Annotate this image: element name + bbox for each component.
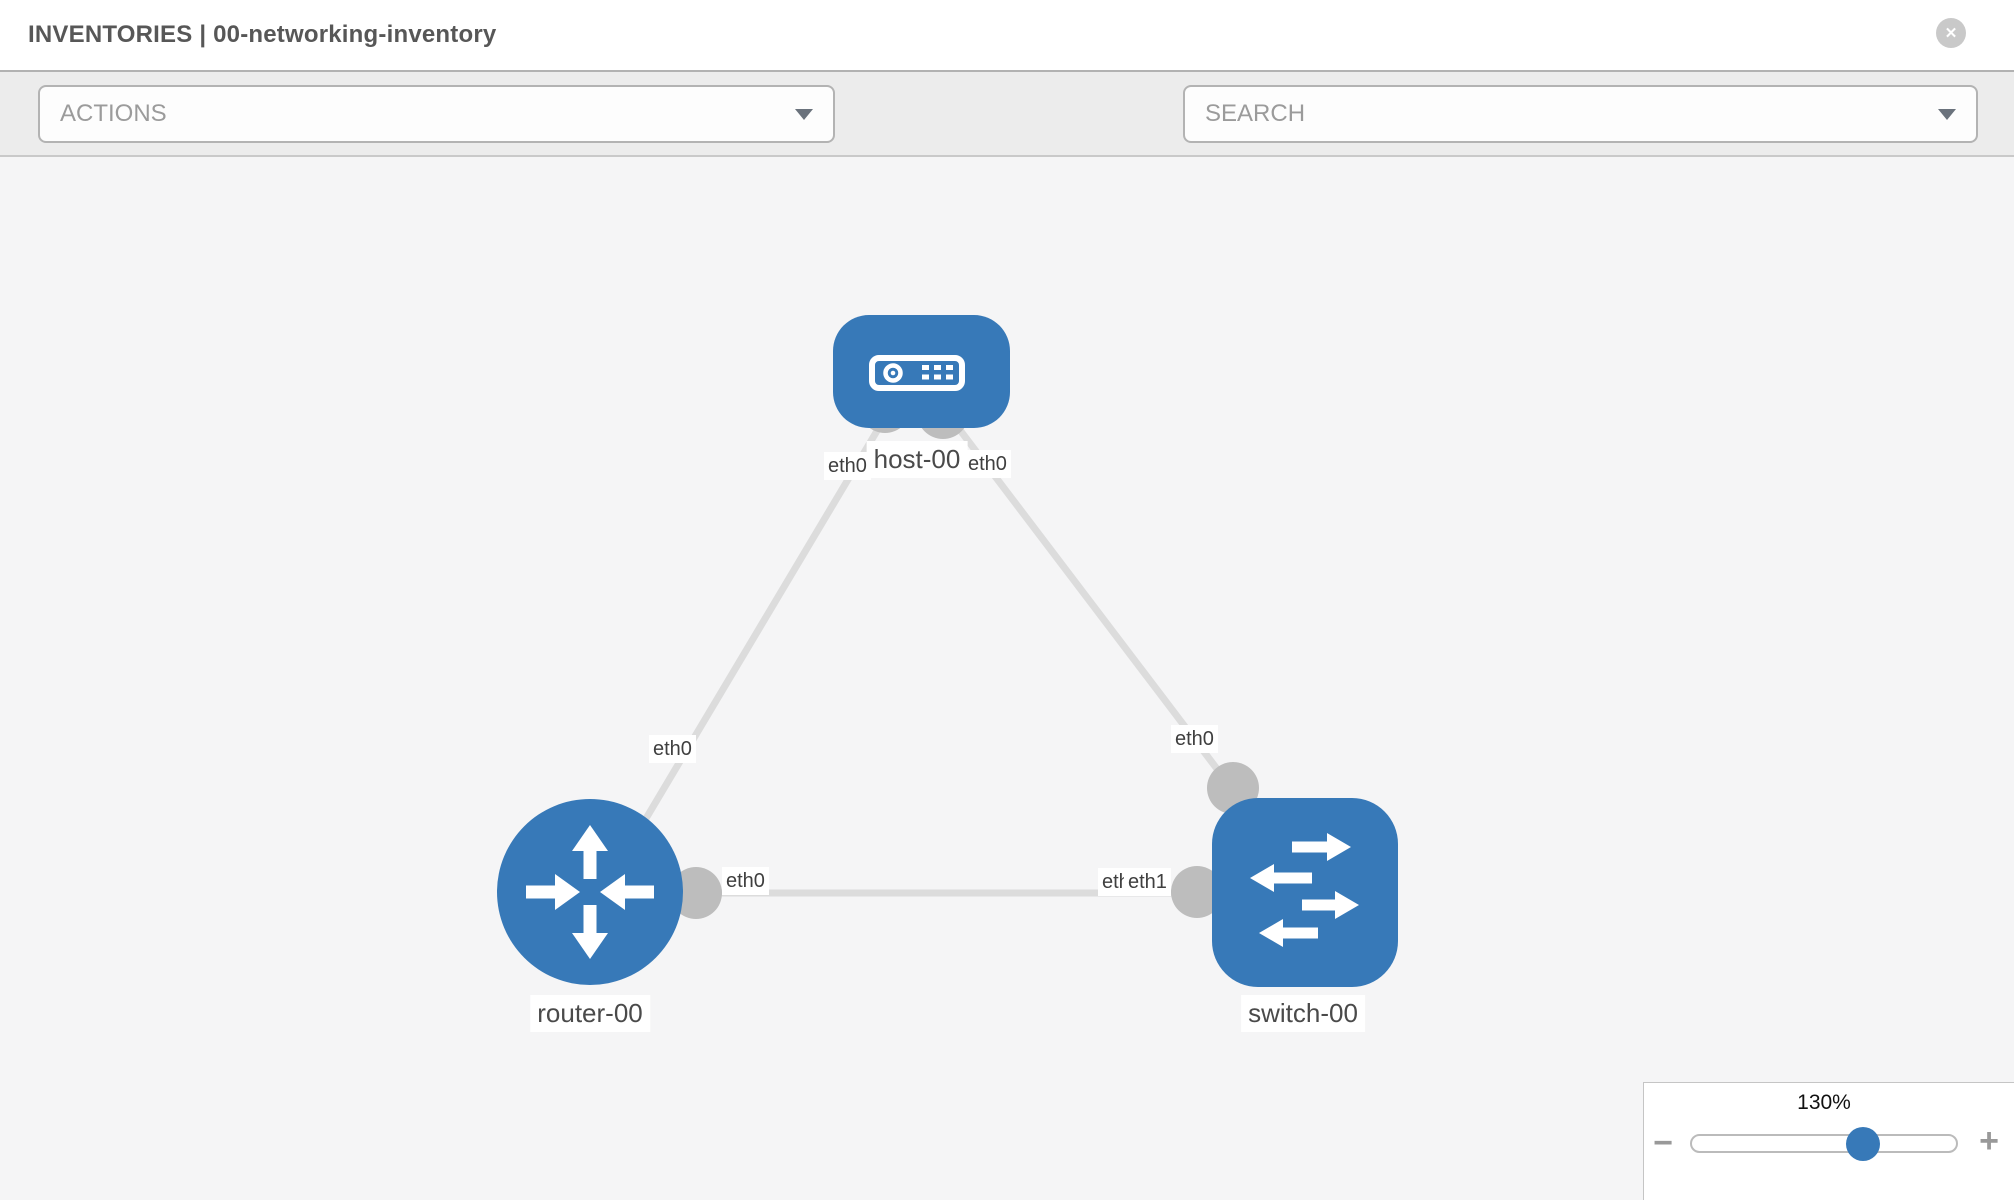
zoom-slider-thumb[interactable] <box>1846 1127 1880 1161</box>
router-icon <box>526 825 654 959</box>
page-header: INVENTORIES | 00-networking-inventory ✕ <box>0 0 2014 70</box>
interface-label-host-eth0-left: eth0 <box>824 452 871 480</box>
switch-icon <box>1250 833 1359 947</box>
zoom-control-panel: 130% − + <box>1643 1082 2014 1200</box>
host-icon <box>869 355 965 391</box>
toolbar: ACTIONS SEARCH <box>0 70 2014 200</box>
actions-dropdown[interactable]: ACTIONS <box>38 85 835 143</box>
zoom-level: 130% <box>1797 1091 1851 1114</box>
host-node[interactable] <box>833 315 1010 428</box>
page-title: INVENTORIES | 00-networking-inventory <box>28 21 497 48</box>
zoom-out-button[interactable]: − <box>1644 1126 1682 1160</box>
router-node[interactable] <box>497 799 683 985</box>
chevron-down-icon <box>1938 109 1956 120</box>
node-label-router: router-00 <box>530 995 650 1032</box>
topology-canvas[interactable]: host-00 router-00 switch-00 eth0 eth0 et… <box>0 157 2014 1200</box>
actions-dropdown-label: ACTIONS <box>60 100 167 127</box>
interface-label-router-eth0-uplink: eth0 <box>649 735 696 763</box>
link-host-router[interactable] <box>594 402 897 901</box>
search-dropdown[interactable]: SEARCH <box>1183 85 1978 143</box>
topology-svg <box>497 315 1398 987</box>
close-button[interactable]: ✕ <box>1936 18 1966 48</box>
connector-dot <box>670 867 722 919</box>
close-icon: ✕ <box>1944 24 1958 42</box>
minus-icon: − <box>1653 1124 1673 1162</box>
switch-node[interactable] <box>1212 798 1398 987</box>
zoom-slider-track[interactable] <box>1690 1134 1958 1153</box>
plus-icon: + <box>1979 1122 1999 1160</box>
node-label-host: host-00 <box>866 441 968 478</box>
interface-label-switch-eth1: eth1 <box>1124 868 1171 896</box>
chevron-down-icon <box>795 109 813 120</box>
node-label-switch: switch-00 <box>1241 995 1365 1032</box>
search-placeholder: SEARCH <box>1205 100 1306 127</box>
interface-label-switch-eth0: eth0 <box>1171 725 1218 753</box>
interface-label-router-eth0: eth0 <box>722 867 769 895</box>
connector-dot <box>1171 866 1223 918</box>
zoom-in-button[interactable]: + <box>1970 1124 2008 1158</box>
interface-label-host-eth0-right: eth0 <box>964 450 1011 478</box>
